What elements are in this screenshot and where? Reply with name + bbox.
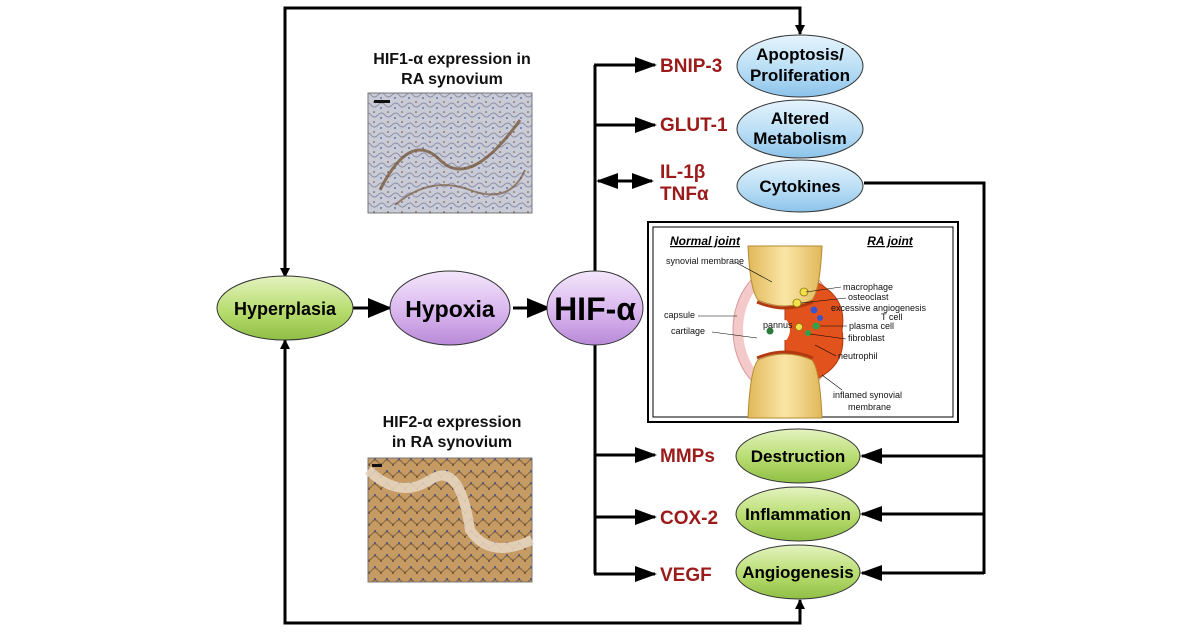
- apoptosis-label: Apoptosis/: [756, 45, 844, 64]
- hif1-caption-line2: RA synovium: [401, 71, 503, 88]
- node-destruction: Destruction: [735, 428, 861, 484]
- node-cytokines: Cytokines: [736, 159, 864, 213]
- lower-bone: [747, 353, 823, 419]
- cartilage-lower: [756, 350, 814, 360]
- scale-bar: [374, 100, 390, 103]
- cytokines-feedback-line: [864, 181, 986, 574]
- mediator-tnfa: TNFα: [660, 184, 709, 205]
- connectors: [280, 6, 986, 625]
- label-cartilage: cartilage: [671, 326, 705, 336]
- label-plasma-cell: plasma cell: [849, 321, 894, 331]
- proliferation-label: Proliferation: [750, 66, 850, 85]
- hif-alpha-label: HIF-α: [554, 291, 636, 327]
- normal-joint-title: Normal joint: [670, 234, 741, 248]
- label-membrane: membrane: [848, 402, 891, 412]
- pannus: [785, 318, 820, 342]
- label-macrophage: macrophage: [843, 282, 893, 292]
- label-excessive-angiogenesis: excessive angiogenesis: [831, 303, 927, 313]
- altered-label: Altered: [771, 109, 830, 128]
- mediator-cox2: COX-2: [660, 508, 718, 529]
- hif2-caption-line2: in RA synovium: [392, 434, 512, 451]
- label-neutrophil: neutrophil: [838, 351, 878, 361]
- hif2-caption-line1: HIF2-α expression: [383, 414, 522, 431]
- node-angiogenesis: Angiogenesis: [735, 544, 861, 600]
- label-capsule: capsule: [664, 310, 695, 320]
- label-osteoclast: osteoclast: [848, 292, 889, 302]
- joint-inset: Normal joint RA joint synovial membrane …: [647, 221, 959, 423]
- cartilage: [756, 300, 814, 310]
- metabolism-label: Metabolism: [753, 129, 847, 148]
- node-inflammation: Inflammation: [735, 486, 861, 542]
- node-altered-metabolism: Altered Metabolism: [736, 99, 864, 159]
- arrow-hyperplasia-top-loop: [283, 6, 805, 278]
- mediator-glut1: GLUT-1: [660, 115, 728, 136]
- label-pannus: pannus: [763, 320, 793, 330]
- upper-bone: [747, 245, 823, 307]
- node-apoptosis-proliferation: Apoptosis/ Proliferation: [736, 34, 864, 98]
- mediator-bnip3: BNIP-3: [660, 56, 722, 77]
- label-fibroblast: fibroblast: [848, 333, 885, 343]
- mediator-vegf: VEGF: [660, 565, 712, 586]
- cytokines-label: Cytokines: [759, 177, 840, 196]
- hyperplasia-label: Hyperplasia: [234, 299, 337, 319]
- hif1-caption-line1: HIF1-α expression in: [373, 51, 530, 68]
- angiogenesis-label: Angiogenesis: [742, 563, 853, 582]
- destruction-label: Destruction: [751, 447, 845, 466]
- ra-joint-title: RA joint: [867, 234, 914, 248]
- node-hyperplasia: Hyperplasia: [216, 275, 354, 341]
- node-hypoxia: Hypoxia: [389, 270, 511, 346]
- scale-bar-2: [372, 464, 382, 467]
- hypoxia-label: Hypoxia: [405, 296, 495, 322]
- label-synovial-membrane: synovial membrane: [666, 256, 744, 266]
- hif1-micrograph: [367, 92, 533, 214]
- mediator-il1b: IL-1β: [660, 162, 705, 183]
- node-hif-alpha: HIF-α: [546, 270, 644, 346]
- hif2-micrograph: [364, 457, 535, 583]
- label-t-cell: T cell: [881, 312, 902, 322]
- inflammation-label: Inflammation: [745, 505, 851, 524]
- label-inflamed-synovial: inflamed synovial: [833, 390, 902, 400]
- mediator-mmps: MMPs: [660, 446, 715, 467]
